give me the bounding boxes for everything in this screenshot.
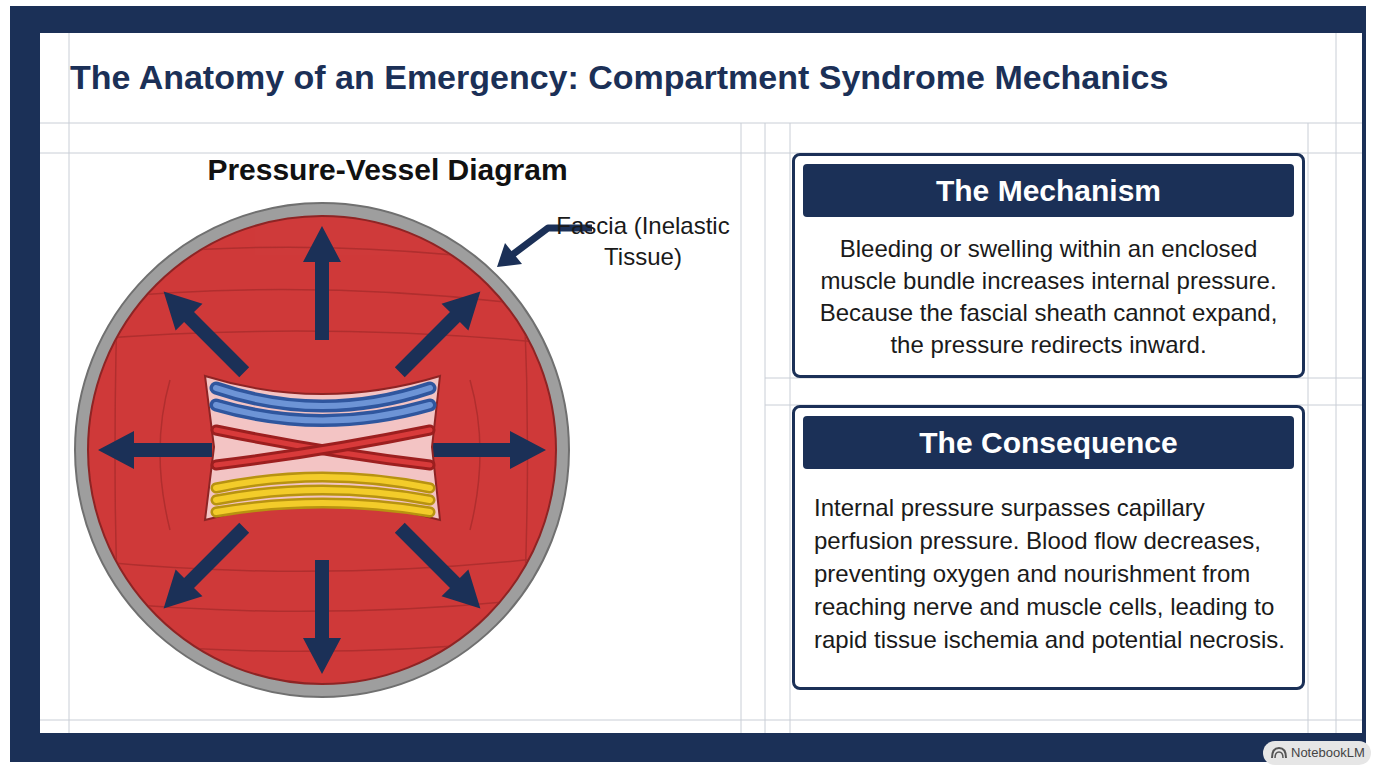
box-heading: The Mechanism	[803, 164, 1294, 217]
pressure-arrows	[98, 226, 546, 674]
page-title: The Anatomy of an Emergency: Compartment…	[70, 58, 1168, 97]
page-area	[40, 33, 1362, 733]
text-box: The ConsequenceInternal pressure surpass…	[792, 405, 1305, 690]
watermark: NotebookLM	[1291, 745, 1371, 762]
vessel-bundle	[205, 376, 440, 520]
callout-label: Fascia (Inelastic Tissue)	[548, 210, 738, 272]
box-heading: The Consequence	[803, 416, 1294, 469]
box-body: Internal pressure surpasses capillary pe…	[795, 469, 1302, 656]
page-frame	[10, 6, 1366, 762]
box-body: Bleeding or swelling within an enclosed …	[795, 217, 1302, 361]
muscle-bundle	[88, 216, 556, 684]
grid-lines	[40, 33, 1362, 733]
text-box: The MechanismBleeding or swelling within…	[792, 153, 1305, 378]
fascia-ring	[75, 203, 569, 697]
watermark-badge	[1263, 741, 1371, 765]
panel-heading: Pressure-Vessel Diagram	[140, 150, 635, 189]
